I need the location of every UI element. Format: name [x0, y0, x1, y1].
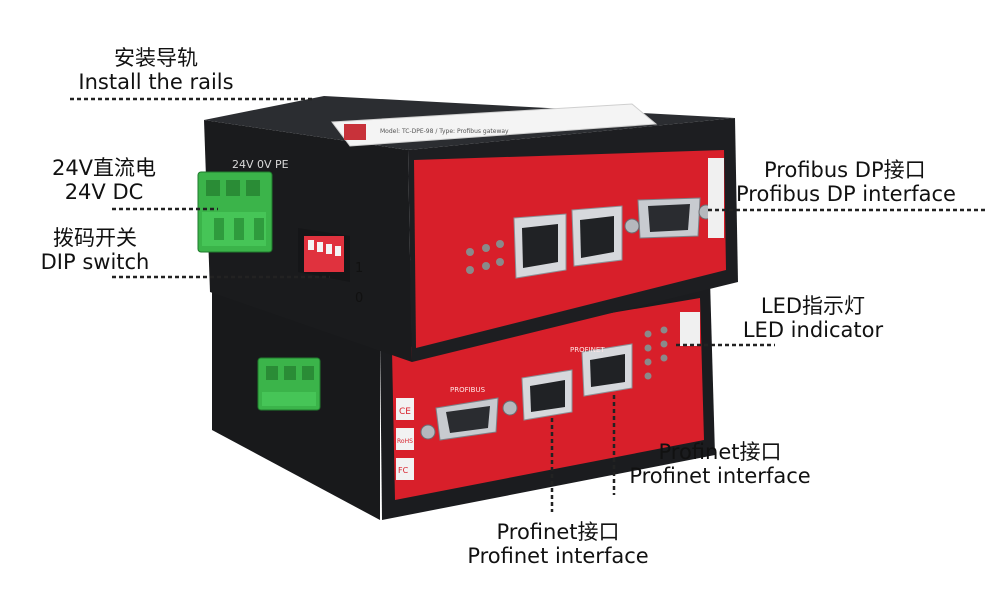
callout-led-en: LED indicator — [742, 318, 884, 342]
terminal-marking: 24V 0V PE — [232, 158, 289, 171]
upper-led-grid — [466, 240, 504, 274]
callout-dip-switch-zh: 拨码开关 — [53, 226, 137, 250]
product-label: Model: TC-DPE-98 / Type: Profibus gatewa… — [331, 103, 658, 147]
callout-led-zh: LED指示灯 — [760, 294, 866, 318]
upper-rj45-port-1 — [513, 213, 567, 279]
callout-profibus-en: Profibus DP interface — [736, 182, 956, 206]
lower-ce-mark: CE — [399, 407, 411, 417]
lower-rj45-port-1 — [521, 369, 573, 421]
callout-profinet-right-en: Profinet interface — [629, 464, 811, 488]
callout-install-rails-zh: 安装导轨 — [114, 46, 198, 70]
lower-profibus-label: PROFIBUS — [450, 386, 486, 394]
upper-profibus-db9-port — [624, 197, 714, 239]
callout-dip-switch: 拨码开关 DIP switch — [30, 226, 160, 274]
callout-led-indicator: LED指示灯 LED indicator — [728, 294, 898, 342]
dip-on-marking: 1 — [355, 261, 363, 276]
callout-dip-switch-en: DIP switch — [40, 250, 150, 274]
lower-green-terminal-block — [257, 357, 321, 411]
callout-24v-dc: 24V直流电 24V DC — [34, 156, 174, 204]
lower-rj45-port-2 — [581, 343, 633, 397]
upper-green-terminal-block — [197, 171, 273, 253]
callout-24v-dc-zh: 24V直流电 — [51, 156, 157, 180]
lower-fc-mark: FC — [398, 466, 409, 475]
dip-off-marking: 0 — [355, 291, 363, 306]
callout-profinet-right-zh: Profinet接口 — [658, 440, 782, 464]
leader-lines — [70, 97, 985, 512]
lower-led-column — [644, 326, 668, 380]
callout-install-rails: 安装导轨 Install the rails — [66, 46, 246, 94]
callout-profinet-left-zh: Profinet接口 — [496, 520, 620, 544]
upper-rj45-port-2 — [571, 205, 623, 267]
callout-install-rails-en: Install the rails — [78, 70, 234, 94]
lower-profinet-label: PROFINET — [570, 346, 605, 354]
callout-profinet-interface-left: Profinet接口 Profinet interface — [448, 520, 668, 568]
callout-profinet-left-en: Profinet interface — [467, 544, 649, 568]
callout-profibus-zh: Profibus DP接口 — [764, 158, 926, 182]
callout-profibus-interface: Profibus DP接口 Profibus DP interface — [736, 158, 956, 206]
lower-profibus-db9-port: PROFIBUS — [420, 386, 518, 441]
lower-rohs-mark: RoHS — [397, 438, 413, 445]
dip-switch-block: 1 0 — [298, 228, 363, 306]
product-label-text: Model: TC-DPE-98 / Type: Profibus gatewa… — [380, 128, 509, 135]
callout-24v-dc-en: 24V DC — [64, 180, 144, 204]
upper-gateway-unit: Model: TC-DPE-98 / Type: Profibus gatewa… — [197, 96, 738, 362]
callout-profinet-interface-right: Profinet接口 Profinet interface — [610, 440, 830, 488]
